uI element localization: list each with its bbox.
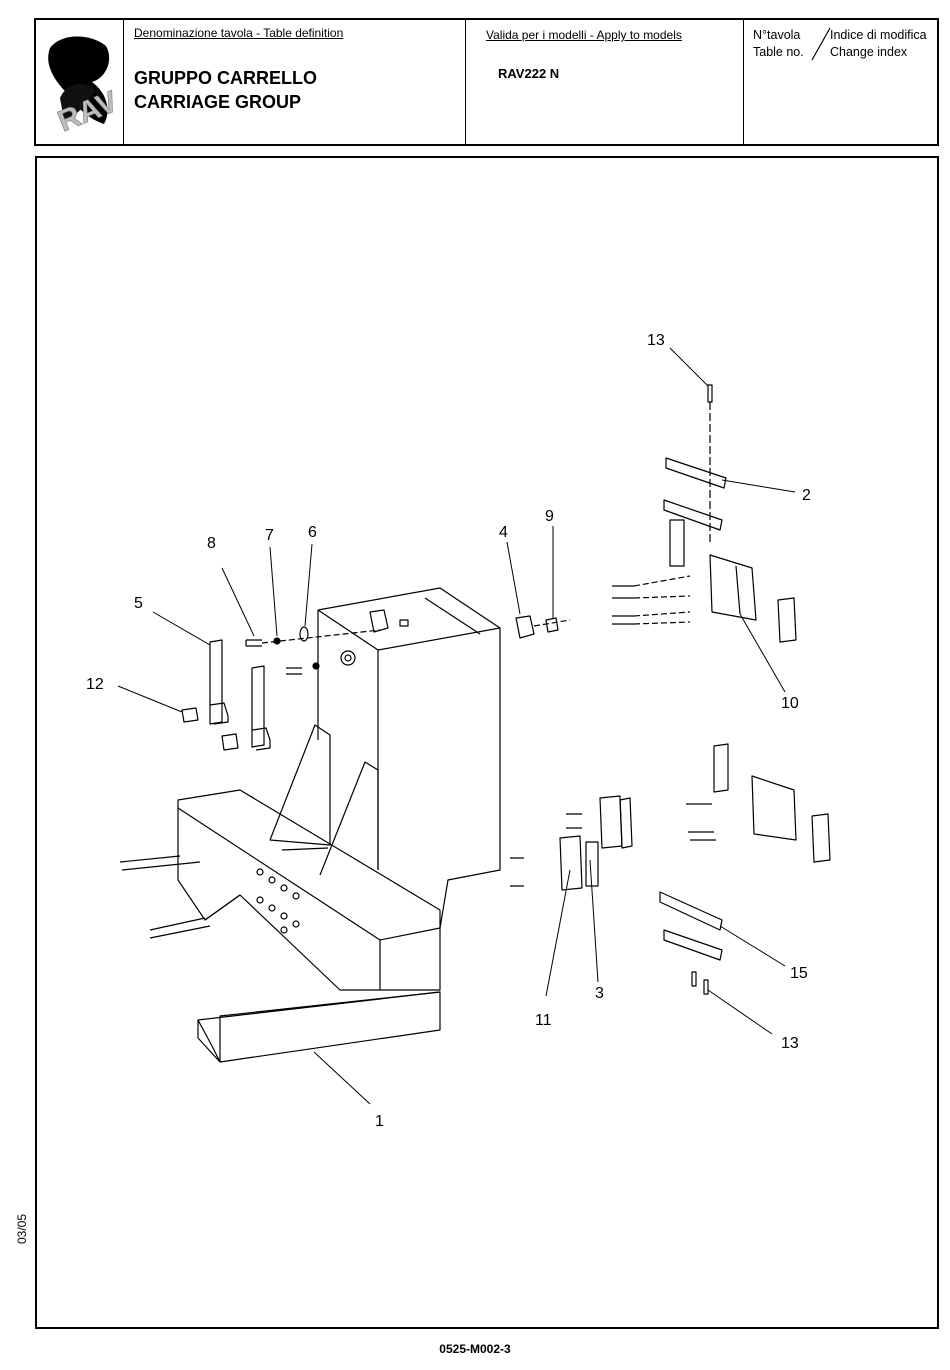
leader-lines <box>118 348 795 1104</box>
callout-label: 12 <box>86 676 104 693</box>
callout-label: 3 <box>595 985 604 1002</box>
callout-label: 13 <box>647 332 665 349</box>
callout-label: 11 <box>535 1012 552 1029</box>
callout-label: 13 <box>781 1035 799 1052</box>
callout-label: 6 <box>308 524 317 541</box>
callout-label: 4 <box>499 524 508 541</box>
upper-guide-assembly <box>612 385 796 642</box>
carriage-frame-part-1 <box>178 790 440 990</box>
callout-label: 1 <box>375 1113 384 1130</box>
callout-numbers: 13 2 9 4 7 6 8 5 12 10 15 3 11 13 1 <box>86 332 811 1130</box>
lower-guide-assembly <box>510 744 830 994</box>
callout-label: 10 <box>781 695 799 712</box>
callout-label: 9 <box>545 508 554 525</box>
issue-date: 03/05 <box>15 1209 29 1249</box>
callout-label: 8 <box>207 535 216 552</box>
document-code: 0525-M002-3 <box>0 1342 950 1356</box>
callout-label: 7 <box>265 527 274 544</box>
bottom-rail <box>120 856 440 1062</box>
callout-label: 15 <box>790 965 808 982</box>
callout-label: 2 <box>802 487 811 504</box>
left-slide-pads <box>182 627 380 750</box>
callout-label: 5 <box>134 595 143 612</box>
